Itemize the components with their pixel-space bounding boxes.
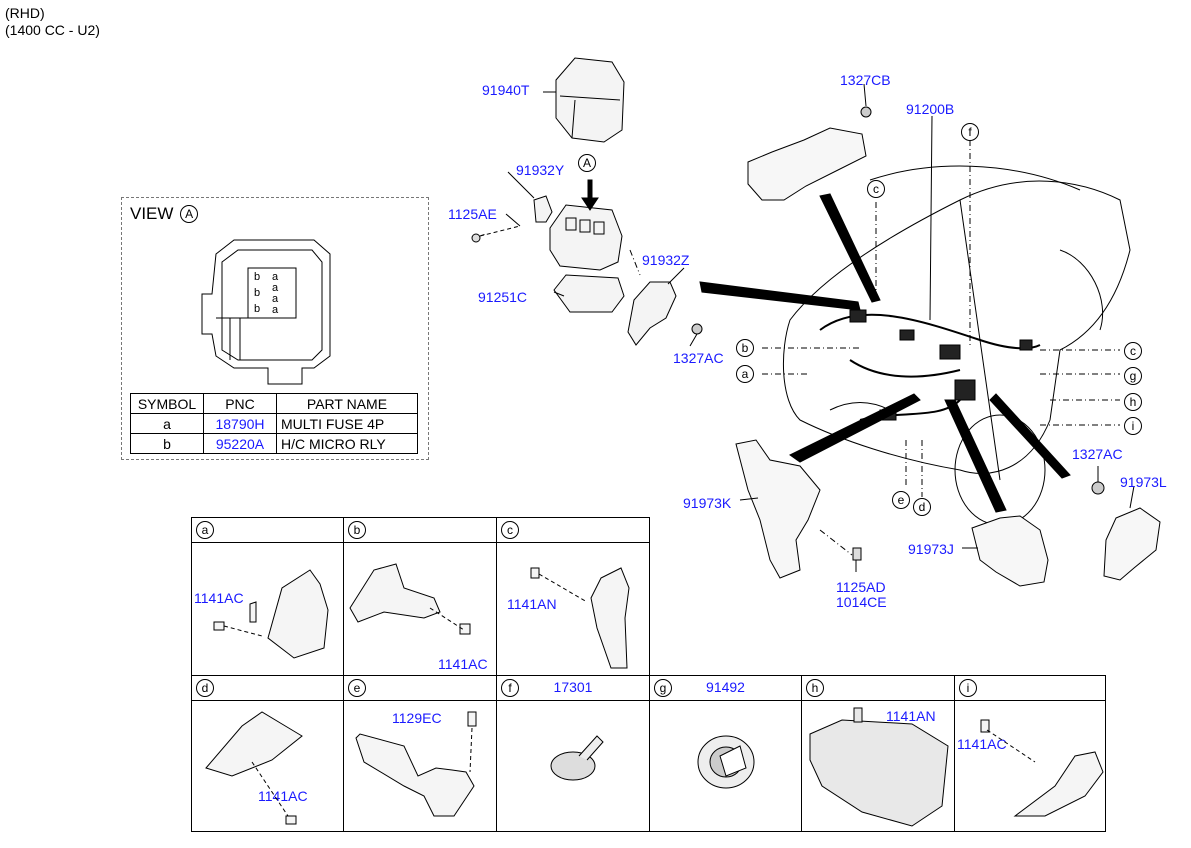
detail-i-drawing — [980, 719, 1104, 817]
detail-c-label: 1141AN — [507, 596, 557, 612]
detail-cell-e: e 1129EC — [343, 675, 497, 832]
detail-b-drawing — [349, 563, 471, 635]
label-91940t: 91940T — [482, 82, 530, 98]
marker-a: a — [736, 365, 754, 383]
relay-b2: b — [254, 287, 261, 299]
detail-cell-d: d 1141AC — [191, 675, 344, 832]
detail-cell-f: f 17301 — [496, 675, 650, 832]
view-symbol: A — [180, 205, 199, 223]
detail-f-part: 17301 — [553, 679, 593, 695]
marker-c: c — [1124, 342, 1142, 360]
label-1327cb: 1327CB — [840, 72, 891, 88]
row-symbol: a — [130, 413, 204, 434]
detail-cell-g: g 91492 — [649, 675, 802, 832]
detail-h-label: 1141AN — [886, 708, 936, 724]
marker-g: g — [1124, 367, 1142, 385]
detail-cell-h: h 1141AN — [801, 675, 955, 832]
fuse-a2: a — [272, 282, 279, 294]
detail-id: g — [654, 679, 672, 697]
detail-b-label: 1141AC — [438, 656, 488, 672]
label-1125ad: 1125AD — [836, 579, 886, 595]
label-91932y: 91932Y — [516, 162, 565, 178]
bracket-91973l — [1103, 507, 1161, 581]
relay-b3: b — [254, 303, 261, 315]
detail-grid: a 1141AC b 1141AC c 1141AN d 1141AC e 11… — [191, 517, 1106, 832]
row-pnc: 18790H — [203, 413, 277, 434]
detail-cell-c: c 1141AN — [496, 517, 650, 676]
detail-a-label: 1141AC — [194, 590, 244, 606]
detail-id: a — [196, 521, 214, 539]
marker-e: e — [892, 491, 910, 509]
detail-g-drawing — [697, 735, 755, 789]
detail-cell-i: i 1141AC — [954, 675, 1106, 832]
detail-cell-b: b 1141AC — [343, 517, 497, 676]
row-symbol: b — [130, 433, 204, 454]
detail-id: d — [196, 679, 214, 697]
marker-d: d — [913, 498, 931, 516]
label-1327ac-box: 1327AC — [673, 350, 724, 366]
view-title-text: VIEW — [130, 204, 174, 223]
detail-id: i — [959, 679, 977, 697]
detail-a-drawing — [213, 569, 329, 659]
bracket-91973j — [971, 515, 1049, 587]
relay-b1: b — [254, 271, 261, 283]
detail-h-drawing — [809, 707, 949, 827]
label-91973k: 91973K — [683, 495, 732, 511]
label-91932z: 91932Z — [642, 252, 690, 268]
col-part-name: PART NAME — [276, 393, 418, 414]
header-rhd: (RHD) — [5, 5, 45, 21]
row-part-name: H/C MICRO RLY — [276, 433, 418, 454]
detail-id: b — [348, 521, 366, 539]
wiring-harness — [819, 313, 1041, 421]
row-part-name: MULTI FUSE 4P — [276, 413, 418, 434]
marker-i: i — [1124, 417, 1142, 435]
detail-e-drawing — [355, 711, 477, 817]
relay-box-base — [549, 204, 623, 271]
view-a-marker: A — [578, 154, 596, 172]
detail-id: f — [501, 679, 519, 697]
detail-e-label: 1129EC — [392, 710, 442, 726]
label-91973l: 91973L — [1120, 474, 1167, 490]
label-1125ae: 1125AE — [448, 206, 497, 222]
label-91251c: 91251C — [478, 289, 528, 305]
marker-h: h — [1124, 393, 1142, 411]
label-91200b: 91200B — [906, 101, 955, 117]
view-a-housing — [201, 239, 331, 385]
detail-id: c — [501, 521, 519, 539]
detail-d-drawing — [205, 711, 303, 825]
car-outline — [783, 180, 1131, 474]
table-row: a 18790H MULTI FUSE 4P — [130, 413, 418, 434]
col-symbol: SYMBOL — [130, 393, 204, 414]
fuse-a3: a — [272, 293, 279, 305]
detail-cell-a: a 1141AC — [191, 517, 344, 676]
marker-c-top: c — [867, 180, 885, 198]
label-1014ce: 1014CE — [836, 594, 887, 610]
view-a-panel — [121, 197, 429, 460]
upper-bracket — [747, 127, 867, 201]
table-row: b 95220A H/C MICRO RLY — [130, 433, 418, 454]
row-pnc: 95220A — [203, 433, 277, 454]
detail-c-drawing — [530, 567, 630, 669]
marker-b: b — [736, 339, 754, 357]
detail-i-label: 1141AC — [957, 736, 1007, 752]
lower-case — [553, 274, 625, 313]
parts-table: SYMBOL PNC PART NAME a 18790H MULTI FUSE… — [130, 393, 418, 454]
fuse-a4: a — [272, 304, 279, 316]
detail-g-part: 91492 — [706, 679, 745, 695]
label-1327ac-right: 1327AC — [1072, 446, 1123, 462]
label-91973j: 91973J — [908, 541, 954, 557]
marker-f: f — [961, 123, 979, 141]
col-pnc: PNC — [203, 393, 277, 414]
detail-f-drawing — [550, 735, 604, 781]
detail-id: e — [348, 679, 366, 697]
view-a-title: VIEW A — [130, 204, 199, 224]
detail-d-label: 1141AC — [258, 788, 308, 804]
bracket-91973k — [735, 439, 821, 579]
fuse-a1: a — [272, 271, 279, 283]
detail-id: h — [806, 679, 824, 697]
header-engine: (1400 CC - U2) — [5, 22, 100, 38]
parts-table-header: SYMBOL PNC PART NAME — [130, 393, 418, 414]
